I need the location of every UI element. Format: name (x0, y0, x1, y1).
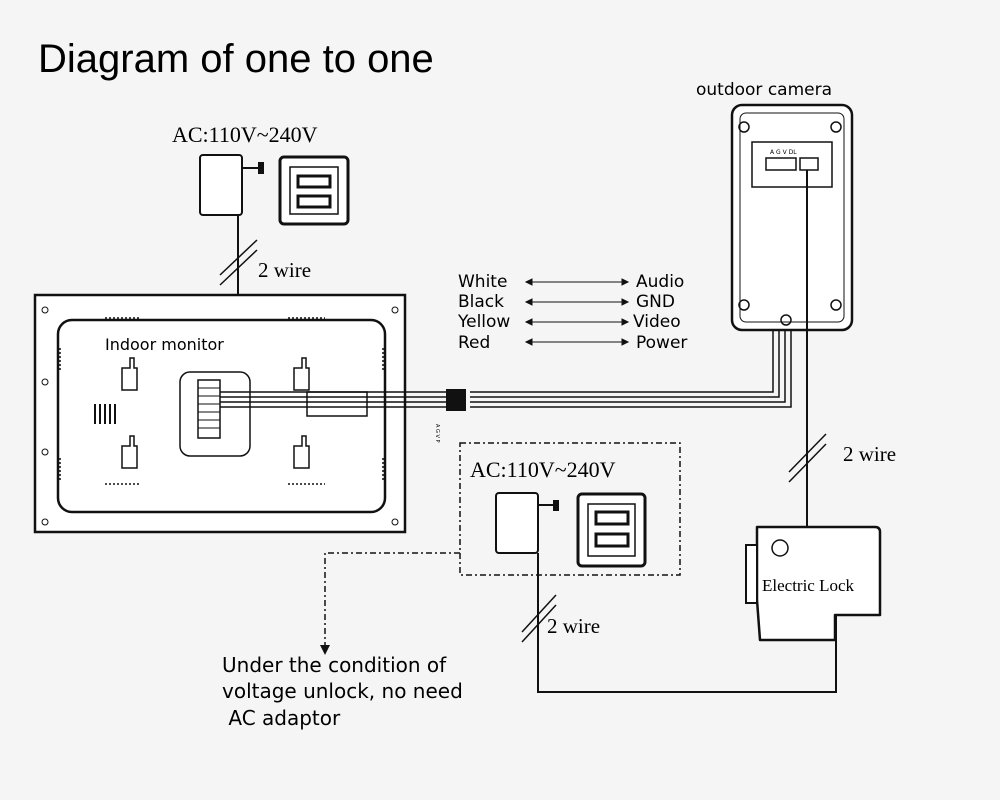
optional-adapter-box (459, 442, 681, 576)
electric-lock (745, 525, 882, 642)
lock-power-adapter (495, 492, 559, 554)
camera-label: outdoor camera (696, 80, 832, 100)
top-adapter-label: AC:110V~240V (172, 122, 318, 147)
lock-label: Electric Lock (762, 576, 855, 595)
lock-adapter-label: AC:110V~240V (470, 457, 616, 482)
legend-signal-audio: Audio (636, 272, 684, 292)
monitor-port-label: A G V P (434, 424, 440, 443)
legend-color-white: White (458, 272, 507, 292)
note-line-2: voltage unlock, no need (222, 679, 463, 703)
outdoor-camera (730, 103, 854, 332)
legend-signal-video: Video (633, 312, 681, 332)
wire-tick (788, 433, 827, 473)
top-power-adapter (199, 154, 264, 216)
page-title: Diagram of one to one (38, 37, 434, 81)
wire-tick (521, 604, 557, 643)
legend-signal-power: Power (636, 333, 687, 353)
wire-tick (219, 239, 258, 276)
note: Under the condition of voltage unlock, n… (222, 653, 463, 730)
note-pointer (324, 552, 460, 650)
legend-color-yellow: Yellow (457, 312, 510, 332)
wire-connector (446, 389, 466, 411)
legend-color-black: Black (458, 292, 504, 312)
note-line-3: AC adaptor (222, 706, 341, 730)
note-line-1: Under the condition of (222, 653, 447, 677)
indoor-monitor (33, 293, 407, 534)
wire-tick (788, 443, 827, 483)
wire-tick (521, 594, 557, 633)
legend-signal-gnd: GND (636, 292, 675, 312)
note-arrow (320, 645, 330, 655)
lock-adapter-wire-label: 2 wire (547, 614, 600, 638)
wire-legend: White Black Yellow Red Audio GND Video P… (457, 272, 687, 353)
top-wall-socket (278, 155, 350, 226)
lock-power-cable (537, 553, 837, 693)
lock-wire-label: 2 wire (843, 442, 896, 466)
monitor-label: Indoor monitor (105, 335, 224, 354)
camera-terminal-label: A G V DL (770, 149, 797, 156)
legend-color-red: Red (458, 333, 490, 353)
lock-wall-socket (576, 492, 647, 568)
top-wire-label: 2 wire (258, 258, 311, 282)
wire-tick (219, 249, 258, 286)
